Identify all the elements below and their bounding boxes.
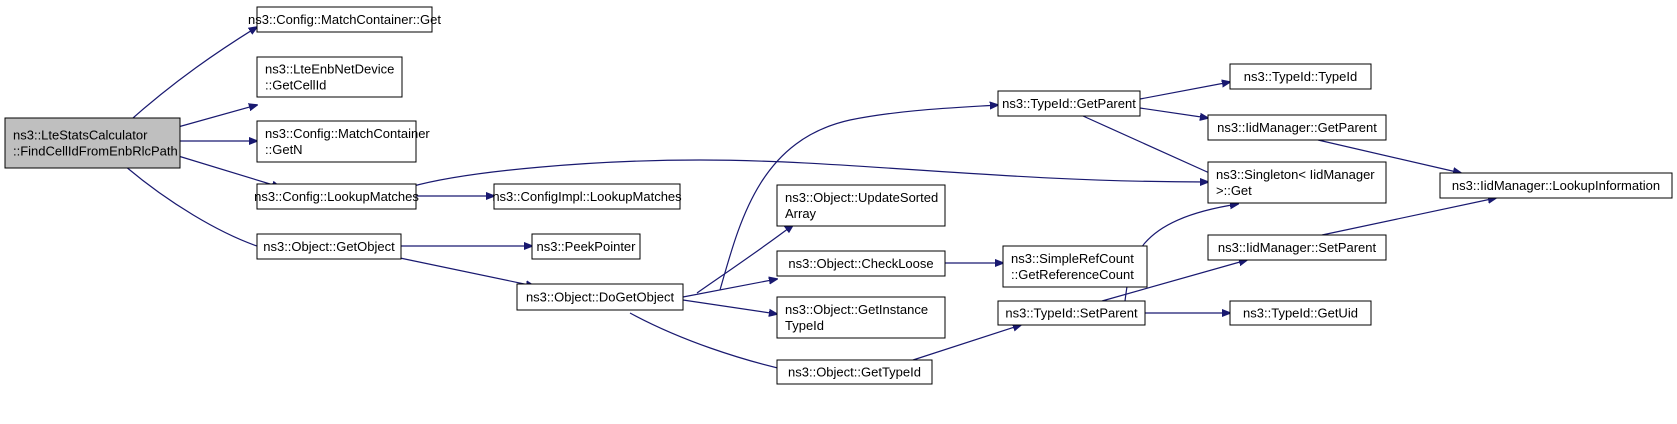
node-cfg_lookup[interactable]: ns3::Config::LookupMatches — [254, 183, 419, 210]
edge-root-to-get_object — [124, 165, 266, 249]
node-label: ::GetReferenceCount — [1011, 267, 1134, 282]
node-box — [1207, 114, 1387, 141]
node-label: ns3::TypeId::GetParent — [1002, 96, 1136, 111]
edge-iid_setparent-to-iid_lookup — [1321, 198, 1496, 236]
edge-tid_getparent-to-iid_getparent — [1139, 107, 1208, 118]
edge-get_object-to-do_get_object — [399, 257, 534, 286]
node-box — [1207, 161, 1387, 204]
node-iid_lookup[interactable]: ns3::IidManager::LookupInformation — [1439, 172, 1673, 199]
node-label: ns3::TypeId::SetParent — [1005, 306, 1138, 321]
edge-root-to-cfg_lookup — [174, 154, 280, 187]
node-box — [776, 359, 933, 385]
node-label: ns3::Config::MatchContainer — [265, 126, 430, 141]
node-box — [531, 233, 641, 260]
node-box — [256, 56, 403, 98]
node-label: ns3::Config::LookupMatches — [254, 189, 419, 204]
node-label: ns3::PeekPointer — [536, 239, 636, 254]
node-label: >::Get — [1216, 183, 1252, 198]
node-label: ::FindCellIdFromEnbRlcPath — [13, 144, 178, 159]
node-label: ns3::Object::GetInstance — [785, 302, 928, 317]
node-tid_ctor[interactable]: ns3::TypeId::TypeId — [1229, 63, 1372, 90]
node-label: ns3::Singleton< IidManager — [1216, 167, 1375, 182]
node-label: ns3::Object::CheckLoose — [788, 256, 933, 271]
call-edges — [124, 27, 1496, 372]
node-label: ns3::TypeId::TypeId — [1244, 69, 1357, 84]
node-tid_setparent[interactable]: ns3::TypeId::SetParent — [997, 300, 1146, 326]
node-ref_count[interactable]: ns3::SimpleRefCount::GetReferenceCount — [1002, 245, 1148, 288]
node-label: TypeId — [785, 318, 824, 333]
node-get_typeid[interactable]: ns3::Object::GetTypeId — [776, 359, 933, 385]
node-box — [776, 296, 946, 339]
node-impl_lookup[interactable]: ns3::ConfigImpl::LookupMatches — [492, 183, 682, 210]
function-nodes: ns3::LteStatsCalculator::FindCellIdFromE… — [4, 6, 1673, 385]
edge-do_get_object-to-check_loose — [682, 279, 777, 298]
edge-do_get_object-to-get_instance — [682, 299, 777, 314]
edge-root-to-mc_get — [124, 27, 257, 126]
node-singleton[interactable]: ns3::Singleton< IidManager>::Get — [1207, 161, 1387, 204]
node-tid_getuid[interactable]: ns3::TypeId::GetUid — [1229, 300, 1372, 326]
node-box — [776, 184, 946, 227]
node-box — [4, 117, 181, 169]
node-iid_setparent[interactable]: ns3::IidManager::SetParent — [1207, 234, 1387, 261]
node-box — [256, 120, 417, 163]
node-box — [776, 250, 946, 277]
node-box — [516, 283, 684, 311]
node-label: ns3::IidManager::LookupInformation — [1452, 178, 1660, 193]
node-get_object[interactable]: ns3::Object::GetObject — [256, 233, 402, 260]
node-box — [1002, 245, 1148, 288]
node-label: ns3::Object::GetTypeId — [788, 365, 921, 380]
edge-do_get_object-to-update_sorted — [696, 225, 793, 294]
node-label: ::GetN — [265, 142, 303, 157]
node-label: ns3::SimpleRefCount — [1011, 251, 1134, 266]
node-check_loose[interactable]: ns3::Object::CheckLoose — [776, 250, 946, 277]
node-box — [1207, 234, 1387, 261]
node-enb_cellid[interactable]: ns3::LteEnbNetDevice::GetCellId — [256, 56, 403, 98]
node-box — [1439, 172, 1673, 199]
node-tid_getparent[interactable]: ns3::TypeId::GetParent — [997, 90, 1141, 117]
node-label: ns3::LteEnbNetDevice — [265, 62, 394, 77]
edge-do_get_object-to-tid_getparent — [719, 105, 998, 291]
edge-iid_getparent-to-iid_lookup — [1317, 139, 1461, 173]
node-box — [256, 183, 417, 210]
node-mc_getn[interactable]: ns3::Config::MatchContainer::GetN — [256, 120, 430, 163]
node-label: ns3::LteStatsCalculator — [13, 128, 148, 143]
node-box — [997, 90, 1141, 117]
edge-root-to-enb_cellid — [177, 105, 257, 128]
node-label: ns3::Object::UpdateSorted — [785, 190, 938, 205]
node-box — [1229, 63, 1372, 90]
node-label: Array — [785, 206, 817, 221]
edge-tid_getparent-to-tid_ctor — [1139, 82, 1230, 100]
edge-cfg_lookup-to-singleton — [409, 159, 1208, 188]
node-label: ns3::IidManager::SetParent — [1218, 240, 1377, 255]
node-label: ns3::TypeId::GetUid — [1243, 306, 1358, 321]
edge-get_typeid-to-tid_setparent — [912, 325, 1021, 361]
node-box — [256, 233, 402, 260]
node-box — [1229, 300, 1372, 326]
node-box — [997, 300, 1146, 326]
node-label: ns3::Object::DoGetObject — [526, 290, 675, 305]
node-label: ns3::ConfigImpl::LookupMatches — [492, 189, 682, 204]
node-label: ns3::Config::MatchContainer::Get — [248, 12, 441, 27]
node-do_get_object[interactable]: ns3::Object::DoGetObject — [516, 283, 684, 311]
node-root[interactable]: ns3::LteStatsCalculator::FindCellIdFromE… — [4, 117, 181, 169]
edge-tid_setparent-to-iid_setparent — [1101, 260, 1247, 302]
node-label: ns3::Object::GetObject — [263, 239, 395, 254]
node-box — [493, 183, 681, 210]
node-mc_get[interactable]: ns3::Config::MatchContainer::Get — [248, 6, 441, 33]
node-label: ::GetCellId — [265, 78, 326, 93]
node-iid_getparent[interactable]: ns3::IidManager::GetParent — [1207, 114, 1387, 141]
node-label: ns3::IidManager::GetParent — [1217, 120, 1377, 135]
edge-tid_getparent-to-singleton — [1082, 115, 1225, 180]
edge-do_get_object-to-get_typeid — [629, 312, 795, 372]
node-box — [256, 6, 433, 33]
node-peek[interactable]: ns3::PeekPointer — [531, 233, 641, 260]
